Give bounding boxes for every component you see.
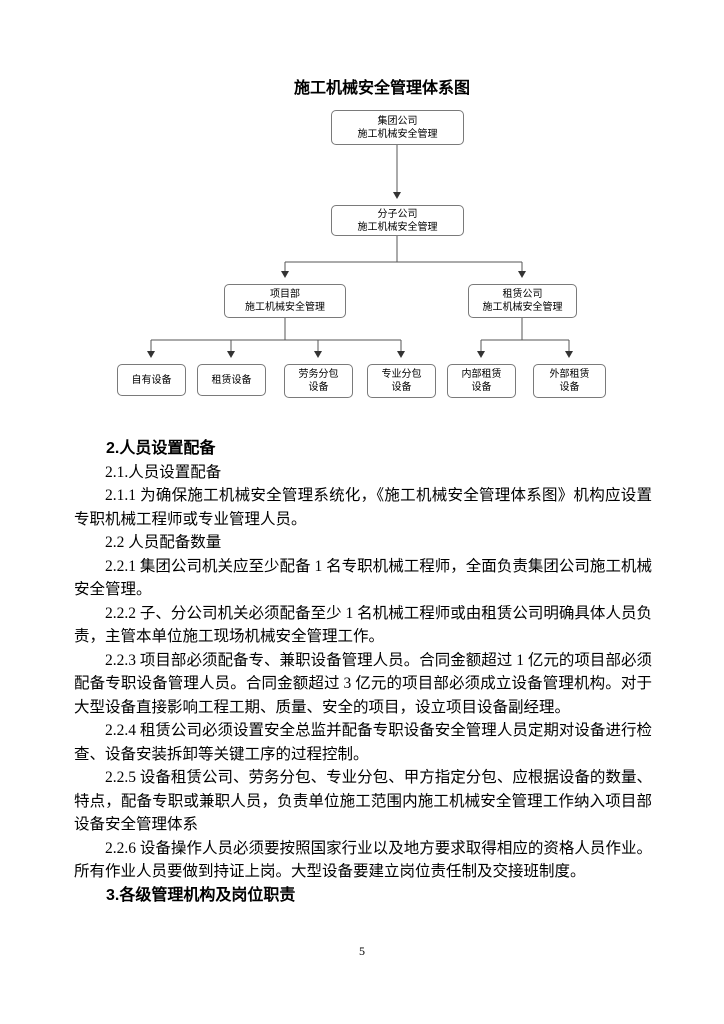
para-2-2-1: 2.2.1 集团公司机关应至少配备 1 名专职机械工程师，全面负责集团公司施工机… bbox=[74, 557, 652, 599]
org-box-external-rental-equipment: 外部租赁 设备 bbox=[533, 364, 606, 398]
org-chart: 施工机械安全管理体系图 bbox=[0, 70, 724, 405]
org-box-external-rental-line1: 外部租赁 bbox=[549, 369, 590, 380]
org-box-rented-equipment: 租赁设备 bbox=[197, 364, 266, 396]
org-box-internal-rental-equipment: 内部租赁 设备 bbox=[447, 364, 516, 398]
org-box-leasing-company-line1: 租赁公司 bbox=[502, 289, 543, 300]
org-box-internal-rental-line2: 设备 bbox=[471, 382, 492, 393]
org-box-own-equipment-line1: 自有设备 bbox=[131, 374, 172, 386]
org-box-professional-subcontract-line2: 设备 bbox=[391, 382, 412, 393]
org-box-professional-subcontract-line1: 专业分包 bbox=[381, 369, 422, 380]
para-2-1-1: 2.1.1 为确保施工机械安全管理系统化，《施工机械安全管理体系图》机构应设置专… bbox=[74, 487, 652, 528]
org-box-subsidiary-company-line2: 施工机械安全管理 bbox=[357, 221, 438, 233]
section-heading-3: 3.各级管理机构及岗位职责 bbox=[106, 886, 296, 904]
org-box-own-equipment: 自有设备 bbox=[117, 364, 186, 396]
org-box-labor-subcontract-equipment: 劳务分包 设备 bbox=[284, 364, 353, 398]
para-2-2-3: 2.2.3 项目部必须配备专、兼职设备管理人员。合同金额超过 1 亿元的项目部必… bbox=[74, 651, 652, 716]
section-heading-2: 2.人员设置配备 bbox=[106, 440, 216, 457]
org-box-project-department: 项目部 施工机械安全管理 bbox=[224, 284, 346, 318]
para-2-2-6: 2.2.6 设备操作人员必须要按照国家行业以及地方要求取得相应的资格人员作业。所… bbox=[74, 839, 652, 881]
para-2-2: 2.2 人员配备数量 bbox=[105, 534, 222, 551]
org-box-professional-subcontract-equipment: 专业分包 设备 bbox=[367, 364, 436, 398]
org-box-subsidiary-company: 分子公司 施工机械安全管理 bbox=[331, 205, 464, 236]
org-box-rented-equipment-line1: 租赁设备 bbox=[211, 374, 252, 386]
org-chart-connectors bbox=[147, 145, 573, 358]
diagram-title: 施工机械安全管理体系图 bbox=[293, 80, 470, 97]
org-box-labor-subcontract-line1: 劳务分包 bbox=[298, 369, 339, 380]
org-box-project-department-line1: 项目部 bbox=[270, 289, 300, 300]
para-2-2-5: 2.2.5 设备租赁公司、劳务分包、专业分包、甲方指定分包、应根据设备的数量、特… bbox=[74, 769, 652, 833]
org-box-project-department-line2: 施工机械安全管理 bbox=[245, 302, 325, 313]
document-body: 2.人员设置配备 2.1.人员设置配备 2.1.1 为确保施工机械安全管理系统化… bbox=[74, 437, 652, 907]
para-2-1: 2.1.人员设置配备 bbox=[105, 463, 222, 481]
org-box-subsidiary-company-line1: 分子公司 bbox=[377, 208, 418, 220]
org-box-group-company: 集团公司 施工机械安全管理 bbox=[331, 110, 464, 145]
para-2-2-2: 2.2.2 子、分公司机关必须配备至少 1 名机械工程师或由租赁公司明确具体人员… bbox=[74, 604, 652, 646]
org-box-internal-rental-line1: 内部租赁 bbox=[461, 369, 502, 380]
page-number: 5 bbox=[359, 944, 365, 958]
org-box-group-company-line1: 集团公司 bbox=[377, 115, 418, 127]
org-box-leasing-company-line2: 施工机械安全管理 bbox=[482, 302, 563, 313]
org-box-labor-subcontract-line2: 设备 bbox=[308, 382, 329, 393]
org-box-leasing-company: 租赁公司 施工机械安全管理 bbox=[468, 284, 577, 318]
para-2-2-4: 2.2.4 租赁公司必须设置安全总监并配备专职设备安全管理人员定期对设备进行检查… bbox=[74, 722, 652, 763]
org-box-group-company-line2: 施工机械安全管理 bbox=[357, 128, 438, 140]
org-box-external-rental-line2: 设备 bbox=[559, 382, 580, 393]
